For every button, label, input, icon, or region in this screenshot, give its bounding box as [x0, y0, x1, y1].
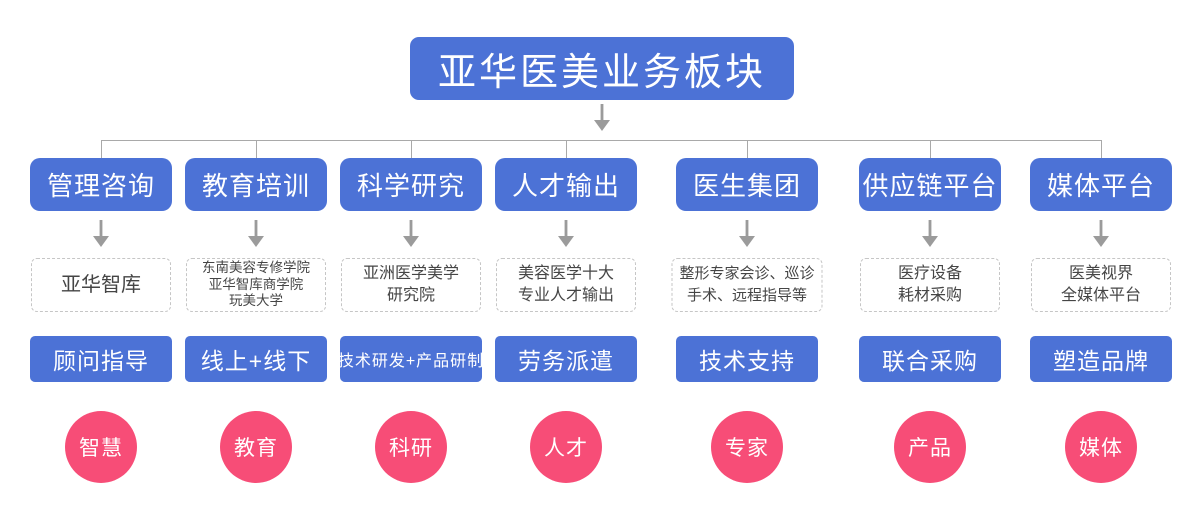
- level2-text-line: 专业人才输出: [517, 287, 614, 304]
- arrow-down-icon: [594, 104, 610, 131]
- level1-box-scientific-research: 科学研究: [340, 158, 482, 211]
- level2-text-line: 耗材采购: [897, 287, 962, 304]
- chart-title: 亚华医美业务板块: [410, 37, 794, 100]
- level2-text-line: 研究院: [386, 287, 435, 304]
- badge-circle-scientific-research: 科研: [375, 411, 447, 483]
- connector-stub: [101, 140, 102, 158]
- arrow-down-icon: [922, 220, 938, 247]
- connector-stub: [256, 140, 257, 158]
- arrow-down-icon: [93, 220, 109, 247]
- arrow-down-icon: [558, 220, 574, 247]
- level1-box-management-consulting: 管理咨询: [30, 158, 172, 211]
- badge-circle-doctor-group: 专家: [711, 411, 783, 483]
- level2-box-supply-chain-platform: 医疗设备耗材采购: [860, 258, 1000, 312]
- connector-stub: [1101, 140, 1102, 158]
- level2-text-line: 整形专家会诊、巡诊: [679, 265, 815, 282]
- level2-text-line: 全媒体平台: [1060, 287, 1141, 304]
- connector-stub: [930, 140, 931, 158]
- badge-circle-supply-chain-platform: 产品: [894, 411, 966, 483]
- level2-box-management-consulting: 亚华智库: [31, 258, 171, 312]
- level2-text-line: 亚华智库: [61, 274, 141, 296]
- connector-stub: [566, 140, 567, 158]
- level2-box-talent-output: 美容医学十大专业人才输出: [496, 258, 636, 312]
- arrow-down-icon: [403, 220, 419, 247]
- level2-text-line: 东南美容专修学院: [202, 260, 310, 276]
- level2-text-line: 医美视界: [1068, 265, 1133, 282]
- arrow-down-icon: [248, 220, 264, 247]
- badge-circle-education-training: 教育: [220, 411, 292, 483]
- arrow-down-icon: [1093, 220, 1109, 247]
- level2-text-line: 玩美大学: [229, 293, 283, 309]
- level2-text-line: 亚洲医学美学: [362, 265, 459, 282]
- level2-text-line: 美容医学十大: [517, 265, 614, 282]
- level3-box-doctor-group: 技术支持: [676, 336, 818, 382]
- level2-box-media-platform: 医美视界全媒体平台: [1031, 258, 1171, 312]
- level1-box-doctor-group: 医生集团: [676, 158, 818, 211]
- level3-box-scientific-research: 技术研发+产品研制: [338, 336, 483, 382]
- level2-box-scientific-research: 亚洲医学美学研究院: [341, 258, 481, 312]
- level2-box-doctor-group: 整形专家会诊、巡诊手术、远程指导等: [671, 258, 823, 312]
- badge-circle-media-platform: 媒体: [1065, 411, 1137, 483]
- level1-box-education-training: 教育培训: [185, 158, 327, 211]
- level3-box-talent-output: 劳务派遣: [495, 336, 637, 382]
- level2-text-line: 亚华智库商学院: [208, 276, 304, 292]
- level2-text-line: 医疗设备: [897, 265, 962, 282]
- level3-box-education-training: 线上+线下: [185, 336, 327, 382]
- level3-box-management-consulting: 顾问指导: [30, 336, 172, 382]
- level1-box-supply-chain-platform: 供应链平台: [859, 158, 1001, 211]
- arrow-down-icon: [739, 220, 755, 247]
- connector-line: [101, 140, 1101, 141]
- level2-text-line: 手术、远程指导等: [686, 287, 808, 304]
- level1-box-talent-output: 人才输出: [495, 158, 637, 211]
- badge-circle-talent-output: 人才: [530, 411, 602, 483]
- level3-box-supply-chain-platform: 联合采购: [859, 336, 1001, 382]
- level1-box-media-platform: 媒体平台: [1030, 158, 1172, 211]
- connector-stub: [411, 140, 412, 158]
- connector-stub: [747, 140, 748, 158]
- level2-box-education-training: 东南美容专修学院亚华智库商学院玩美大学: [186, 258, 326, 312]
- level3-box-media-platform: 塑造品牌: [1030, 336, 1172, 382]
- badge-circle-management-consulting: 智慧: [65, 411, 137, 483]
